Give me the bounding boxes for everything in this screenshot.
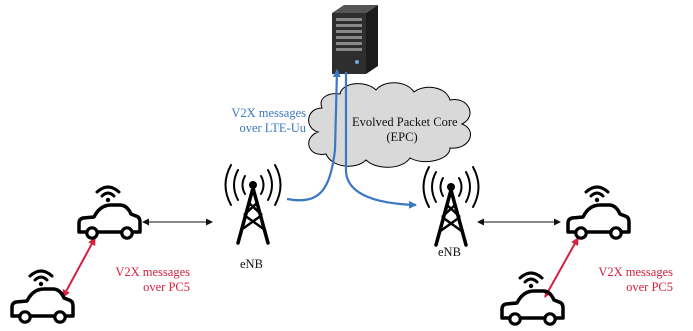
enb-left-tower-icon [223, 163, 283, 245]
epc-label-line1: Evolved Packet Core [352, 115, 458, 129]
epc-label-line2: (EPC) [386, 130, 418, 144]
right-top-car-icon [566, 185, 631, 240]
epc-label: Evolved Packet Core (EPC) [352, 115, 458, 145]
pc5-left-line1: V2X messages [115, 265, 190, 279]
pc5-left-label: V2X messages over PC5 [95, 265, 190, 295]
pc5-right-line1: V2X messages [598, 265, 673, 279]
uu-downlink-arrow [344, 72, 417, 209]
uu-label: V2X messages over LTE-Uu [196, 106, 306, 136]
pc5-right-line2: over PC5 [626, 280, 673, 294]
uu-label-line2: over LTE-Uu [239, 121, 306, 135]
server-icon [332, 5, 378, 74]
cloud-icon [308, 82, 471, 168]
enb-right-label: eNB [438, 245, 461, 259]
enb-right-tower-icon [421, 165, 481, 247]
left-top-car-icon [77, 185, 142, 240]
right-pc5-arrow [544, 237, 579, 298]
uu-label-line1: V2X messages [231, 106, 306, 120]
left-bottom-car-icon [10, 269, 75, 324]
pc5-right-label: V2X messages over PC5 [578, 265, 673, 295]
left-pc5-arrow [62, 237, 96, 298]
pc5-left-line2: over PC5 [143, 280, 190, 294]
enb-left-label: eNB [240, 257, 263, 271]
uu-uplink-arrow [286, 69, 341, 202]
